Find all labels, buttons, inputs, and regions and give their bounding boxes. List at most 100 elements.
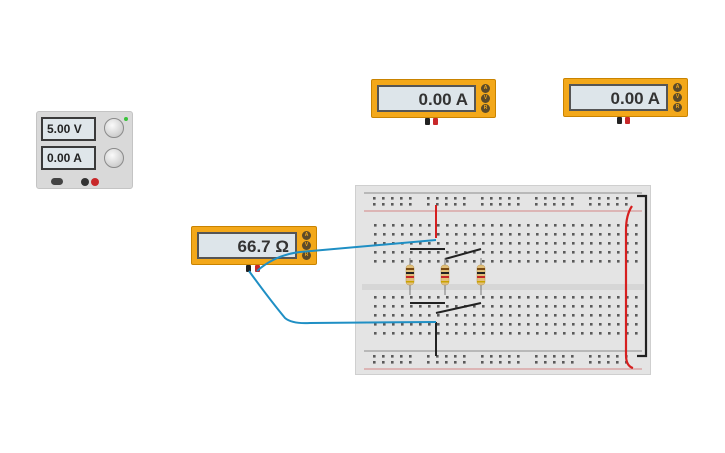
breadboard-hole[interactable] [527, 233, 530, 236]
breadboard-hole[interactable] [590, 260, 593, 263]
breadboard-hole[interactable] [391, 355, 394, 358]
breadboard-hole[interactable] [428, 332, 431, 335]
breadboard-hole[interactable] [572, 323, 575, 326]
breadboard-hole[interactable] [491, 323, 494, 326]
breadboard-hole[interactable] [536, 260, 539, 263]
breadboard-hole[interactable] [454, 361, 457, 364]
breadboard-hole[interactable] [482, 224, 485, 227]
breadboard-hole[interactable] [374, 251, 377, 254]
breadboard-hole[interactable] [410, 251, 413, 254]
breadboard-hole[interactable] [617, 332, 620, 335]
breadboard-hole[interactable] [517, 203, 520, 206]
breadboard-hole[interactable] [464, 332, 467, 335]
breadboard-hole[interactable] [563, 260, 566, 263]
breadboard-hole[interactable] [508, 197, 511, 200]
breadboard-hole[interactable] [428, 296, 431, 299]
breadboard-hole[interactable] [607, 203, 610, 206]
breadboard-hole[interactable] [383, 296, 386, 299]
breadboard-hole[interactable] [581, 260, 584, 263]
ohmmeter-red-lead-wire[interactable] [256, 239, 437, 272]
breadboard-hole[interactable] [491, 260, 494, 263]
breadboard-hole[interactable] [383, 332, 386, 335]
breadboard-hole[interactable] [419, 305, 422, 308]
breadboard-hole[interactable] [509, 242, 512, 245]
breadboard-hole[interactable] [401, 233, 404, 236]
psu-negative-terminal[interactable] [81, 178, 89, 186]
breadboard-hole[interactable] [392, 296, 395, 299]
breadboard-hole[interactable] [491, 305, 494, 308]
breadboard-hole[interactable] [481, 355, 484, 358]
breadboard-hole[interactable] [589, 203, 592, 206]
top-right-bridge-wire[interactable] [444, 248, 482, 260]
breadboard-hole[interactable] [437, 233, 440, 236]
breadboard-hole[interactable] [590, 323, 593, 326]
breadboard-hole[interactable] [626, 332, 629, 335]
breadboard-hole[interactable] [581, 233, 584, 236]
breadboard-hole[interactable] [419, 224, 422, 227]
breadboard-hole[interactable] [464, 242, 467, 245]
breadboard-hole[interactable] [419, 251, 422, 254]
breadboard-hole[interactable] [617, 260, 620, 263]
breadboard-hole[interactable] [428, 233, 431, 236]
breadboard-hole[interactable] [527, 242, 530, 245]
breadboard-hole[interactable] [581, 332, 584, 335]
breadboard-hole[interactable] [589, 197, 592, 200]
ammeter-1-red-probe[interactable] [433, 118, 438, 125]
breadboard-hole[interactable] [482, 323, 485, 326]
breadboard-hole[interactable] [599, 233, 602, 236]
breadboard-hole[interactable] [545, 332, 548, 335]
breadboard-hole[interactable] [410, 224, 413, 227]
breadboard-hole[interactable] [599, 242, 602, 245]
breadboard-hole[interactable] [536, 296, 539, 299]
breadboard-hole[interactable] [437, 323, 440, 326]
breadboard-hole[interactable] [544, 355, 547, 358]
breadboard-hole[interactable] [518, 251, 521, 254]
breadboard-hole[interactable] [436, 355, 439, 358]
breadboard-hole[interactable] [545, 233, 548, 236]
breadboard-hole[interactable] [374, 332, 377, 335]
breadboard-hole[interactable] [626, 305, 629, 308]
breadboard-hole[interactable] [445, 355, 448, 358]
mode-volts-button[interactable]: V [673, 93, 682, 102]
breadboard-hole[interactable] [455, 323, 458, 326]
bottom-right-bridge-wire[interactable] [435, 302, 482, 314]
breadboard-hole[interactable] [454, 355, 457, 358]
breadboard-hole[interactable] [410, 305, 413, 308]
breadboard-hole[interactable] [446, 296, 449, 299]
breadboard-hole[interactable] [482, 314, 485, 317]
breadboard-hole[interactable] [608, 305, 611, 308]
breadboard-hole[interactable] [599, 323, 602, 326]
breadboard-hole[interactable] [581, 224, 584, 227]
breadboard-hole[interactable] [446, 242, 449, 245]
breadboard-hole[interactable] [490, 361, 493, 364]
breadboard-hole[interactable] [401, 251, 404, 254]
breadboard-hole[interactable] [598, 361, 601, 364]
breadboard-hole[interactable] [607, 361, 610, 364]
breadboard-hole[interactable] [499, 197, 502, 200]
breadboard-hole[interactable] [572, 314, 575, 317]
breadboard-hole[interactable] [545, 314, 548, 317]
breadboard-hole[interactable] [473, 296, 476, 299]
breadboard-hole[interactable] [499, 203, 502, 206]
mode-volts-button[interactable]: V [481, 94, 490, 103]
breadboard-hole[interactable] [581, 305, 584, 308]
breadboard-hole[interactable] [608, 251, 611, 254]
breadboard-hole[interactable] [473, 323, 476, 326]
breadboard-hole[interactable] [635, 323, 638, 326]
breadboard-hole[interactable] [635, 296, 638, 299]
breadboard-hole[interactable] [491, 242, 494, 245]
breadboard-hole[interactable] [599, 260, 602, 263]
breadboard-hole[interactable] [491, 296, 494, 299]
breadboard-hole[interactable] [473, 260, 476, 263]
breadboard-hole[interactable] [518, 323, 521, 326]
breadboard-hole[interactable] [518, 260, 521, 263]
breadboard-hole[interactable] [400, 203, 403, 206]
power-supply[interactable]: 5.00 V 0.00 A [36, 111, 133, 189]
breadboard-hole[interactable] [455, 242, 458, 245]
ammeter-1[interactable]: 0.00 A A V R [371, 79, 496, 118]
breadboard-hole[interactable] [571, 203, 574, 206]
breadboard-hole[interactable] [410, 260, 413, 263]
breadboard-hole[interactable] [428, 251, 431, 254]
breadboard-hole[interactable] [554, 305, 557, 308]
ohmmeter[interactable]: 66.7 Ω A V R [191, 226, 317, 265]
